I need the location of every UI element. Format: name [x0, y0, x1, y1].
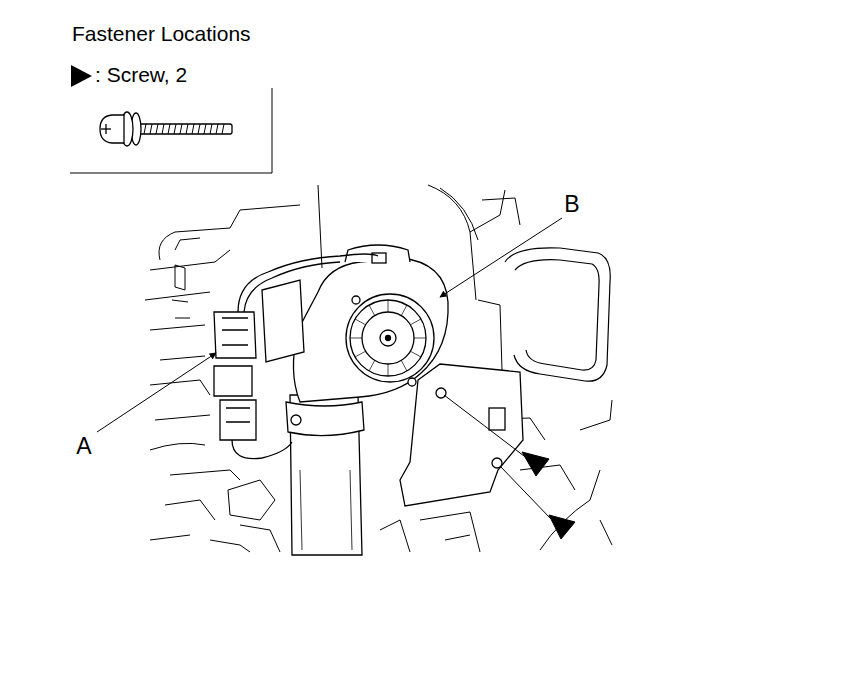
callout-letter: A: [76, 433, 91, 461]
air-duct: [286, 395, 364, 555]
leader-line: [97, 218, 562, 432]
screw-callout: [444, 395, 575, 539]
connector-body: [214, 280, 304, 440]
handle-loop: [505, 248, 610, 381]
callout-letter: B: [564, 191, 579, 219]
legend-frame: [70, 88, 272, 173]
screw-icon: [100, 112, 232, 146]
section-title: Fastener Locations: [72, 21, 251, 46]
screw-marker: [71, 65, 92, 87]
mounting-bracket: [400, 364, 523, 506]
legend-text: : Screw, 2: [95, 62, 187, 87]
background-structure: [145, 185, 612, 552]
